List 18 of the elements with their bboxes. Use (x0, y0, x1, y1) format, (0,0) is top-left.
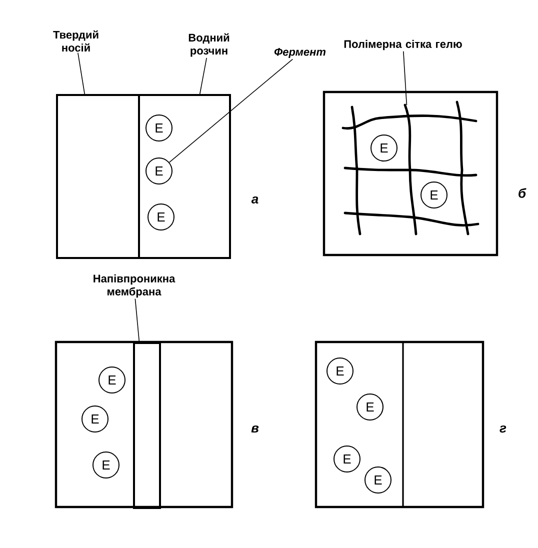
leader-line (168, 58, 294, 163)
callout-label: Напівпроникна мембрана (94, 274, 176, 298)
callout-label: Водний розчин (188, 33, 230, 57)
panel-letter: б (518, 188, 526, 198)
compartment-box (138, 94, 231, 259)
leader-line (78, 52, 86, 94)
panel-letter: а (251, 196, 258, 204)
callout-label: Полімерна сітка гелю (344, 40, 462, 50)
leader-line (134, 298, 140, 342)
panel-letter: в (251, 425, 259, 433)
compartment-box (56, 94, 140, 259)
panel-letter: г (500, 425, 506, 433)
gel-network-drawing (342, 100, 480, 236)
leader-line (403, 50, 408, 106)
callout-label: Фермент (274, 48, 326, 58)
leader-line (199, 58, 207, 94)
membrane-bar (133, 342, 161, 509)
callout-label: Твердий носій (53, 30, 98, 52)
